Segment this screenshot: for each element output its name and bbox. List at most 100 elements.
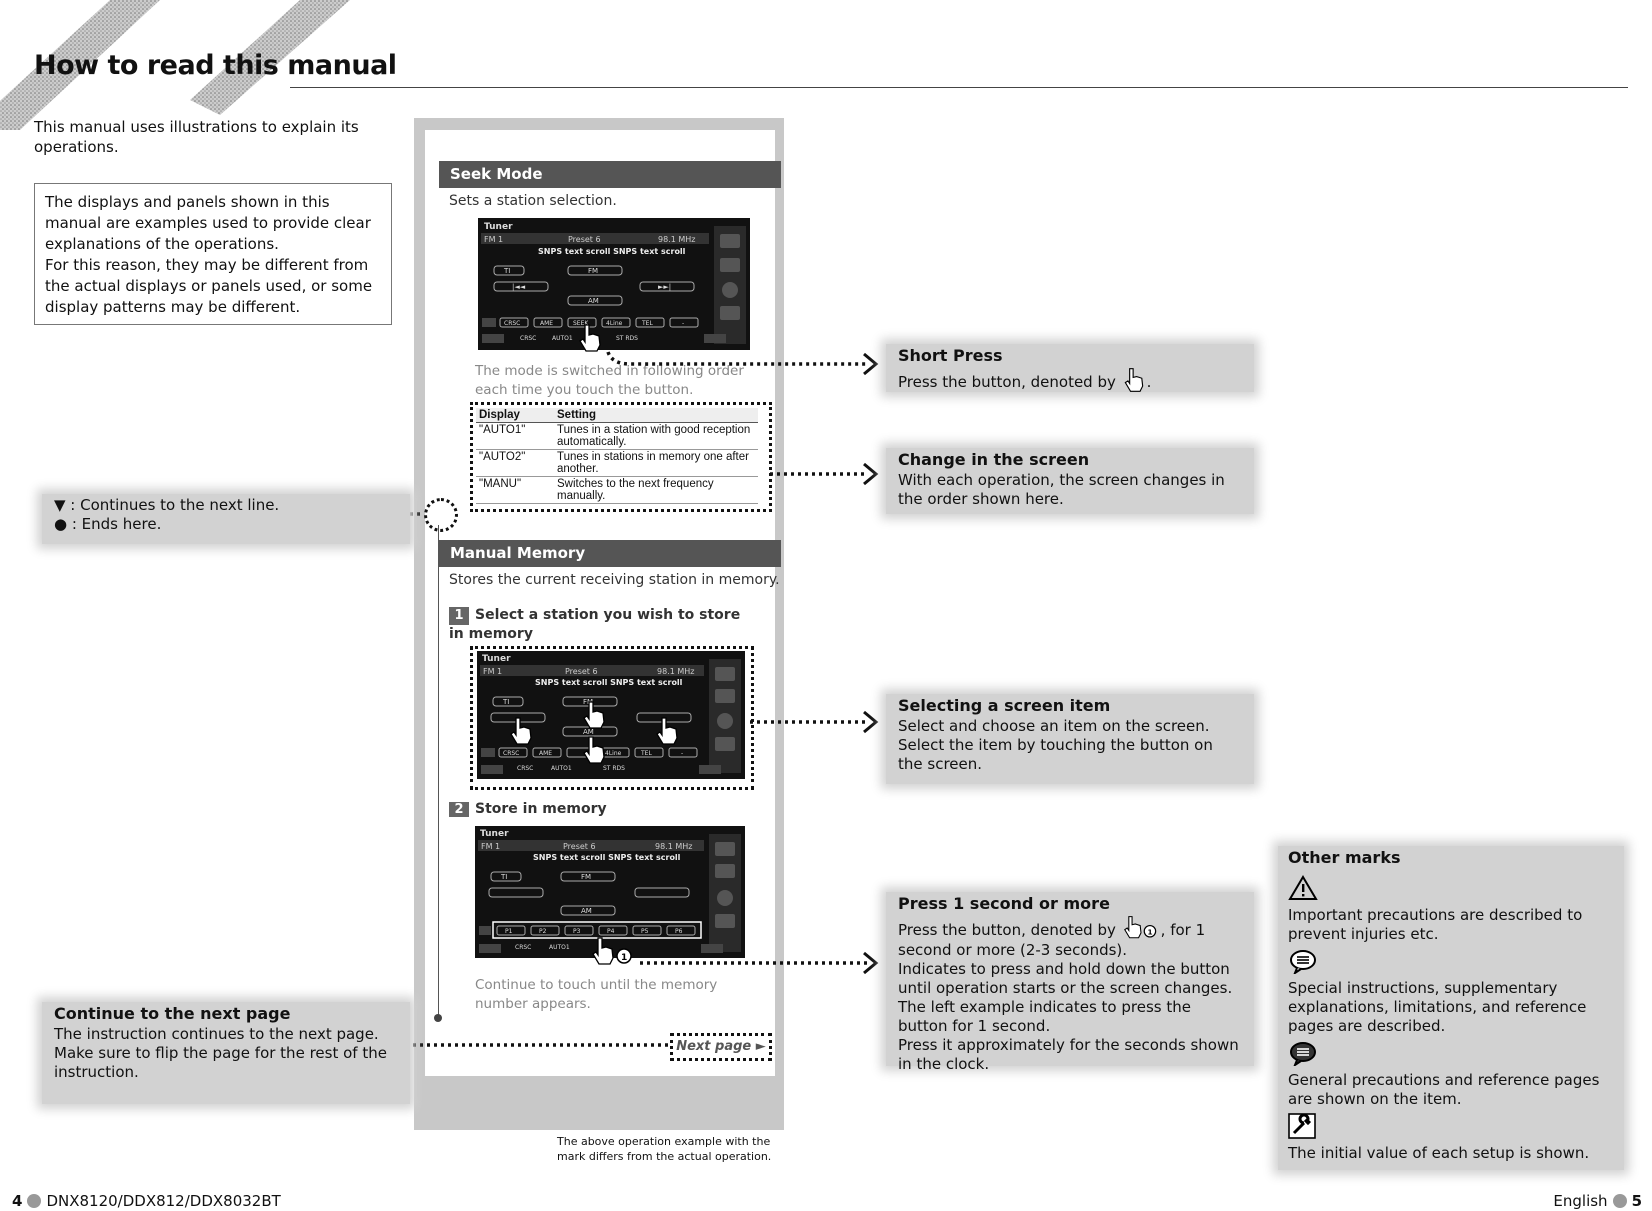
svg-text:SNPS text scroll SNPS text scr: SNPS text scroll SNPS text scroll [533,853,681,862]
hand-hold-icon: 1 [592,937,632,965]
table-row: "AUTO2" Tunes in stations in memory one … [476,449,758,477]
other-marks-callout: Other marks Important precautions are de… [1278,846,1624,1170]
svg-text:AME: AME [540,320,553,327]
svg-text:CRSC: CRSC [517,765,533,772]
flow-line [438,525,439,1017]
footer-dot [1612,1194,1627,1208]
svg-text:AM: AM [588,297,599,305]
svg-text:1: 1 [1147,928,1152,937]
end-dot [434,1014,442,1022]
note-icon [1290,950,1316,976]
precaution-icon [1290,1042,1316,1068]
svg-text:P3: P3 [573,928,581,935]
change-screen-callout: Change in the screen With each operation… [886,448,1254,514]
title-rule [290,87,1628,88]
step-1-text: Select a station you wish to store in me… [449,607,741,642]
svg-text:Tuner: Tuner [482,654,511,664]
svg-text:SNPS text scroll SNPS text scr: SNPS text scroll SNPS text scroll [535,678,683,687]
step-number: 2 [449,802,469,817]
model-number: DNX8120/DDX812/DDX8032BT [46,1192,281,1210]
next-page-link[interactable]: Next page ► [670,1033,772,1061]
svg-text:CRSC: CRSC [504,320,520,327]
seek-mode-table: Display Setting "AUTO1" Tunes in a stati… [476,408,758,504]
step-number: 1 [449,607,469,625]
table-cell: Tunes in a station with good reception a… [554,422,758,450]
callout-title: Selecting a screen item [898,696,1111,715]
svg-text:Preset 6: Preset 6 [563,842,596,851]
svg-text:ST RDS: ST RDS [603,765,625,772]
svg-text:-: - [681,750,683,757]
intro-text: This manual uses illustrations to explai… [34,118,359,156]
example-caption: The above operation example with the mar… [557,1135,772,1163]
tuner-screen-1: Tuner FM 1 Preset 6 98.1 MHz SNPS text s… [478,218,750,350]
svg-text:98.1 MHz: 98.1 MHz [657,667,694,676]
mark-text: Special instructions, supplementary expl… [1288,979,1587,1035]
svg-text:Preset 6: Preset 6 [565,667,598,676]
seek-mode-title: Seek Mode [439,161,781,188]
wrench-icon [1288,1113,1316,1139]
next-page-callout: Continue to the next page The instructio… [42,1002,410,1104]
callout-text: ▼ : Continues to the next line. [54,496,280,514]
svg-text:4Line: 4Line [605,750,622,757]
svg-text:Tuner: Tuner [480,829,509,839]
svg-text:CRSC: CRSC [520,335,536,342]
svg-text:CRSC: CRSC [503,750,519,757]
table-cell: "MANU" [476,476,554,504]
left-page-number: 4 [12,1192,23,1210]
hand-press-icon [510,717,532,745]
callout-text: Indicates to press and hold down the but… [898,960,1233,1035]
press-hold-callout: Press 1 second or more Press the button,… [886,892,1254,1073]
note-line: For this reason, they may be different f… [45,256,373,316]
svg-text:TI: TI [503,267,510,275]
svg-text:TEL: TEL [641,320,653,327]
svg-text:Preset 6: Preset 6 [568,235,601,244]
svg-text:P2: P2 [539,928,547,935]
table-cell: "AUTO1" [476,422,554,450]
callout-title: Press 1 second or more [898,894,1110,913]
table-row: "AUTO1" Tunes in a station with good rec… [476,422,758,450]
callout-text: Press the button, denoted by [898,373,1116,391]
callout-title: Change in the screen [898,450,1090,469]
seek-table-frame [470,402,772,512]
continues-callout: ▼ : Continues to the next line. ● : Ends… [42,494,410,544]
step-2-text: Store in memory [475,801,607,817]
mode-switch-text: The mode is switched in following order … [475,363,744,398]
mark-text: Important precautions are described to p… [1288,906,1583,943]
svg-text:CRSC: CRSC [515,944,531,951]
screen-title: Tuner [484,222,513,232]
warning-icon [1288,875,1318,900]
manual-memory-desc: Stores the current receiving station in … [449,572,780,588]
manual-memory-title: Manual Memory [439,540,781,567]
svg-text:FM: FM [583,698,593,706]
svg-text:98.1 MHz: 98.1 MHz [658,235,695,244]
svg-text:P5: P5 [641,928,649,935]
continue-touch-text: Continue to touch until the memory numbe… [475,977,718,1012]
hand-press-icon [583,701,605,729]
screen-2-frame [470,646,754,790]
svg-text:TI: TI [500,873,507,881]
callout-text: Select and choose an item on the screen.… [898,717,1213,773]
svg-text:AME: AME [539,750,552,757]
hand-hold-icon: 1 [1123,916,1156,939]
right-page-number: 5 [1631,1192,1642,1210]
short-press-callout: Short Press Press the button, denoted by… [886,344,1254,392]
note-line: The displays and panels shown in this ma… [45,193,371,253]
tuner-screen-2: Tuner FM 1 Preset 6 98.1 MHz SNPS text s… [477,651,745,779]
svg-text:98.1 MHz: 98.1 MHz [655,842,692,851]
footer-dot [27,1194,42,1208]
svg-text:SNPS text scroll SNPS text scr: SNPS text scroll SNPS text scroll [538,247,686,256]
decorative-stripe [0,0,350,130]
callout-text: Press the button, denoted by [898,921,1116,939]
svg-text:|◄◄: |◄◄ [512,283,526,291]
svg-text:TI: TI [502,698,509,706]
callout-text: ● : Ends here. [54,515,162,533]
hand-press-icon [656,717,678,745]
tuner-screen-3: Tuner FM 1 Preset 6 98.1 MHz SNPS text s… [475,826,745,958]
table-cell: Switches to the next frequency manually. [554,476,758,504]
mark-text: General precautions and reference pages … [1288,1071,1600,1108]
callout-text: With each operation, the screen changes … [898,471,1225,508]
svg-text:TEL: TEL [640,750,652,757]
svg-text:SEEK: SEEK [573,320,589,327]
svg-text:FM: FM [588,267,598,275]
